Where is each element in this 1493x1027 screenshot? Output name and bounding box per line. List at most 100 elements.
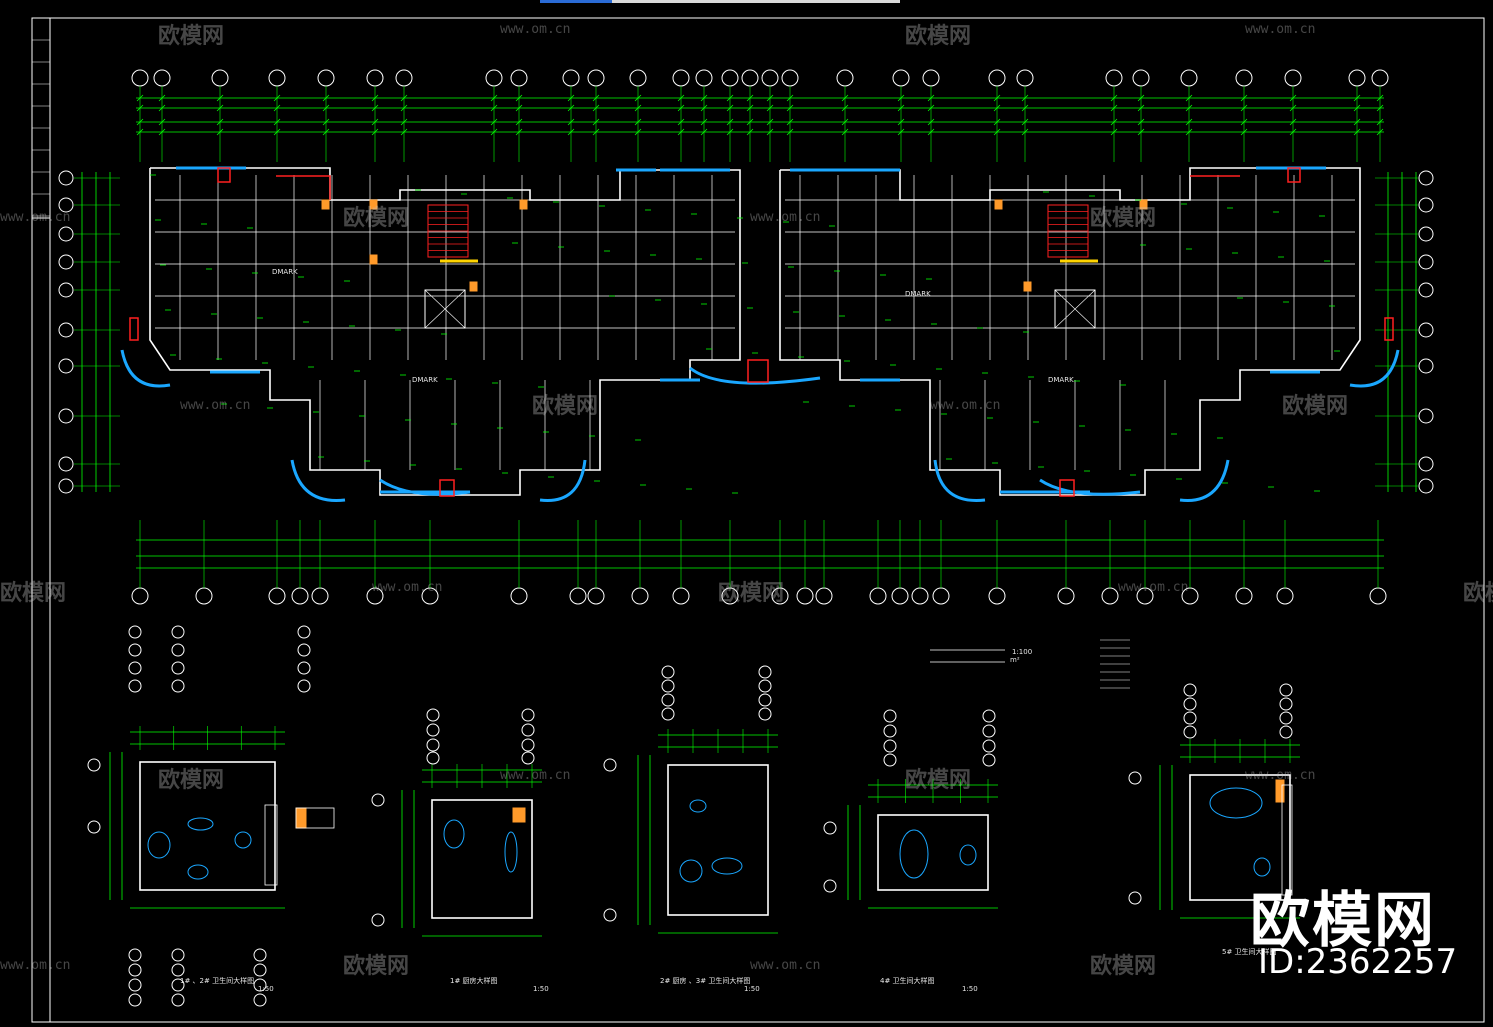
dimension-tick <box>786 128 794 136</box>
dimension-tick <box>136 118 144 126</box>
detail-title: 4# 卫生间大样图 <box>880 977 935 985</box>
dimension-tick <box>1021 94 1029 102</box>
watermark-url: www.om.cn <box>1245 22 1316 37</box>
axis-bubble <box>395 69 413 87</box>
dimension-tick <box>634 118 642 126</box>
axis-bubble <box>58 358 74 374</box>
axis-bubble <box>171 643 185 657</box>
dimension-tick <box>993 94 1001 102</box>
dimension-tick <box>158 118 166 126</box>
axis-bubble <box>1279 697 1293 711</box>
axis-bubble <box>128 661 142 675</box>
dimension-tick <box>726 104 734 112</box>
dimension-tick <box>700 118 708 126</box>
dimension-tick <box>634 94 642 102</box>
dimension-tick <box>897 128 905 136</box>
watermark-brand: 欧模网 <box>1090 206 1157 231</box>
dimension-tick <box>1353 94 1361 102</box>
wall-detail <box>264 804 278 886</box>
axis-bubble <box>171 948 185 962</box>
axis-bubble <box>629 69 647 87</box>
dimension-tick <box>1185 104 1193 112</box>
axis-bubble <box>1348 69 1366 87</box>
dimension-tick <box>371 118 379 126</box>
dimension-tick <box>515 94 523 102</box>
watermark-brand: 欧模网 <box>0 581 67 606</box>
axis-bubble <box>603 758 617 772</box>
axis-bubble <box>87 758 101 772</box>
dimension-tick <box>1021 128 1029 136</box>
dimension-tick <box>841 94 849 102</box>
dimension-tick <box>700 128 708 136</box>
detail-title: 1# 、2# 卫生间大样图 <box>180 977 255 985</box>
dimension-tick <box>216 118 224 126</box>
dimension-tick <box>766 128 774 136</box>
axis-bubble <box>87 820 101 834</box>
axis-bubble <box>195 587 213 605</box>
axis-bubble <box>1132 69 1150 87</box>
axis-bubble <box>1105 69 1123 87</box>
column <box>1139 199 1148 210</box>
plumbing-fixture <box>1209 787 1263 819</box>
axis-bubble <box>1418 226 1434 242</box>
axis-bubble <box>291 587 309 605</box>
plumbing-fixture <box>443 819 465 849</box>
axis-bubble <box>171 993 185 1007</box>
axis-bubble <box>153 69 171 87</box>
axis-bubble <box>836 69 854 87</box>
plumbing-fixture <box>899 829 929 879</box>
kitchen-detail-1 <box>431 799 533 919</box>
watermark-url: www.om.cn <box>180 398 251 413</box>
dimension-tick <box>1185 94 1193 102</box>
axis-bubble <box>128 963 142 977</box>
axis-bubble <box>128 978 142 992</box>
elevator-shaft <box>1054 289 1096 329</box>
dimension-tick <box>216 128 224 136</box>
detail-title: 2# 厨房 、3# 卫生间大样图 <box>660 977 751 985</box>
axis-bubble <box>883 724 897 738</box>
axis-bubble <box>58 170 74 186</box>
dimension-tick <box>746 104 754 112</box>
axis-bubble <box>1418 322 1434 338</box>
axis-bubble <box>721 69 739 87</box>
dimension-tick <box>567 94 575 102</box>
dimension-tick <box>1137 118 1145 126</box>
dimension-tick <box>634 128 642 136</box>
dimension-tick <box>786 104 794 112</box>
axis-bubble <box>1418 170 1434 186</box>
dimension-tick <box>841 104 849 112</box>
dimension-tick <box>216 94 224 102</box>
axis-bubble <box>426 751 440 765</box>
dimension-tick <box>927 118 935 126</box>
dimension-tick <box>746 128 754 136</box>
axis-bubble <box>758 707 772 721</box>
bathroom-detail-5 <box>1189 774 1291 901</box>
dimension-tick <box>273 118 281 126</box>
dimension-tick <box>746 118 754 126</box>
axis-bubble <box>1418 408 1434 424</box>
bay-window <box>1179 459 1230 502</box>
watermark-brand: 欧模网 <box>905 768 972 793</box>
structural-column <box>1059 479 1075 497</box>
axis-bubble <box>1128 891 1142 905</box>
axis-bubble <box>297 643 311 657</box>
detail-scale: 1:50 <box>744 985 760 993</box>
axis-bubble <box>988 587 1006 605</box>
dimension-tick <box>158 128 166 136</box>
axis-bubble <box>58 226 74 242</box>
axis-bubble <box>1279 683 1293 697</box>
axis-bubble <box>883 739 897 753</box>
dimension-tick <box>746 94 754 102</box>
dimension-tick <box>1289 128 1297 136</box>
dimension-tick <box>1376 94 1384 102</box>
axis-bubble <box>758 693 772 707</box>
axis-bubble <box>661 665 675 679</box>
dimension-tick <box>515 128 523 136</box>
axis-bubble <box>587 69 605 87</box>
dimension-tick <box>993 128 1001 136</box>
dimension-tick <box>897 118 905 126</box>
axis-bubble <box>815 587 833 605</box>
structural-column <box>129 317 139 341</box>
axis-bubble <box>171 679 185 693</box>
